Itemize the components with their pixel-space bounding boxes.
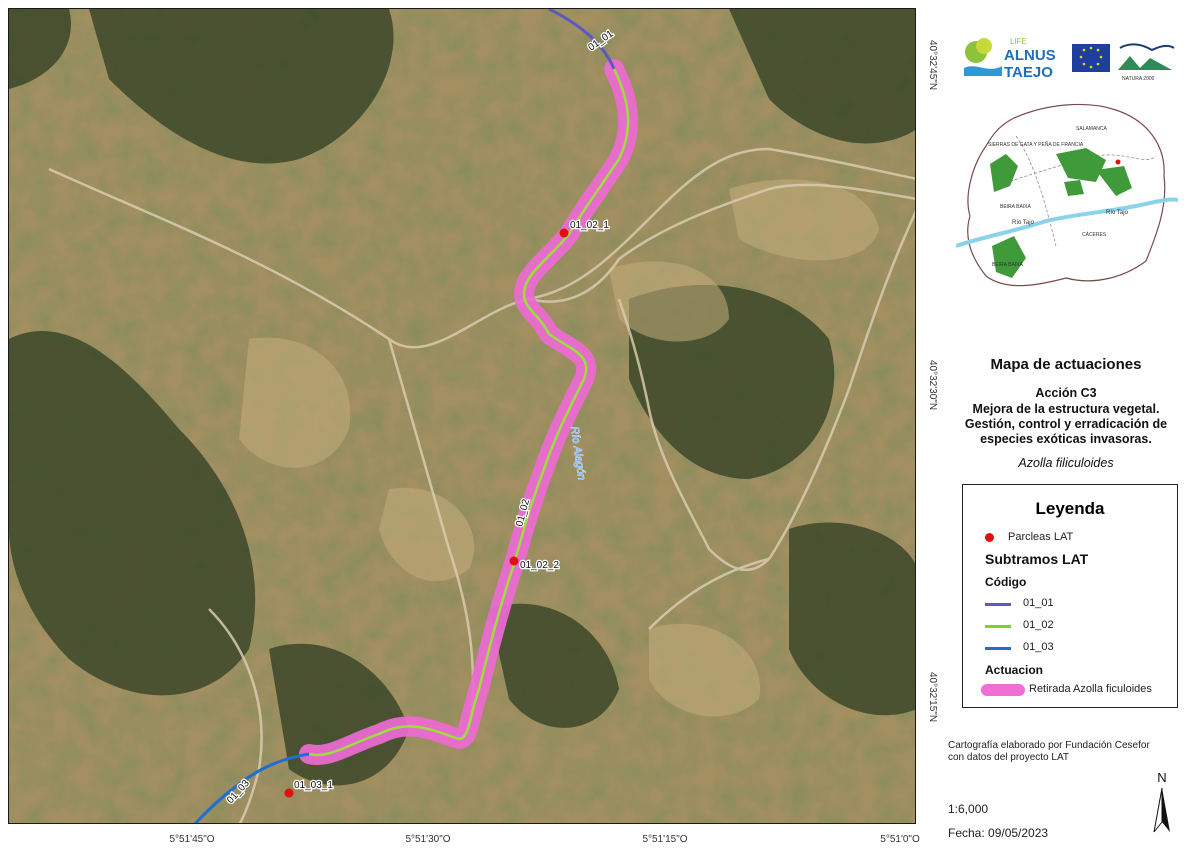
actuacion-heading: Actuacion [985, 663, 1044, 677]
site-marker [1115, 159, 1121, 165]
lon-label-3: 5°51'15"O [642, 834, 688, 845]
code-01-03-swatch [985, 647, 1011, 650]
alnus-text: ALNUS [1004, 47, 1056, 64]
parcel-label: Parcleas LAT [1008, 531, 1074, 543]
loc-label-caceres: CÁCERES [1082, 231, 1107, 238]
action-code: Acción C3 [1035, 386, 1097, 400]
side-panel: LIFE ALNUS TAEJO NATURA 2000 [940, 0, 1192, 851]
code-01-03-label: 01_03 [1023, 641, 1054, 653]
codigo-heading: Código [985, 575, 1027, 589]
code-01-01-swatch [985, 603, 1011, 606]
north-label: N [1157, 770, 1166, 785]
map-title: Mapa de actuaciones [990, 356, 1142, 373]
eu-flag-logo [1072, 44, 1110, 72]
parcel-point-01-02-1[interactable] [559, 228, 569, 238]
open-fields [239, 179, 879, 717]
actuacion-swatch [981, 684, 1025, 696]
legend-title: Leyenda [1035, 499, 1105, 518]
action-desc-line-3: especies exóticas invasoras. [980, 432, 1152, 446]
life-alnus-taejo-logo: LIFE ALNUS TAEJO [964, 37, 1056, 81]
date-text: Fecha: 09/05/2023 [948, 826, 1049, 840]
loc-label-beira-2: BEIRA BAIXA [992, 262, 1024, 268]
lon-label-1: 5°51'45"O [169, 834, 215, 845]
parcel-label-01-03-1: 01_03_1 [294, 780, 333, 791]
credits: Cartografía elaborado por Fundación Cese… [948, 740, 1150, 764]
code-01-02-label: 01_02 [1023, 619, 1054, 631]
lat-label-3: 40°32'15"N [927, 672, 938, 723]
loc-label-salamanca: SALAMANCA [1076, 126, 1108, 132]
parcel-point-01-02-2[interactable] [509, 556, 519, 566]
natura-text: NATURA 2000 [1122, 76, 1155, 82]
loc-label-beira-1: BEIRA BAIXA [1000, 204, 1032, 210]
project-logos: LIFE ALNUS TAEJO NATURA 2000 [964, 37, 1175, 82]
aerial-map[interactable]: 01_01 01_02 01_03 01_02_1 01_02_2 01_03_… [9, 9, 916, 824]
tagus-river [956, 197, 1178, 248]
parcel-label-01-02-1: 01_02_1 [570, 220, 609, 231]
map-frame[interactable]: 01_01 01_02 01_03 01_02_1 01_02_2 01_03_… [8, 8, 916, 824]
taejo-text: TAEJO [1004, 64, 1053, 81]
natura-2000-logo: NATURA 2000 [1118, 43, 1175, 82]
loc-label-tajo-1: Río Tajo [1012, 220, 1035, 226]
lat-label-1: 40°32'45"N [927, 40, 938, 91]
segment-01-03-line[interactable] [193, 752, 310, 824]
action-desc-line-1: Mejora de la estructura vegetal. [972, 402, 1160, 416]
parcel-swatch [985, 533, 994, 542]
code-01-02-swatch [985, 625, 1011, 628]
region-outline [967, 103, 1166, 287]
species-name: Azolla filiculoides [1018, 456, 1114, 470]
parcel-label-01-02-2: 01_02_2 [520, 560, 559, 571]
action-desc-line-2: Gestión, control y erradicación de [964, 417, 1168, 431]
roads [48, 147, 915, 823]
location-map: SALAMANCA SIERRAS DE GATA Y PEÑA DE FRAN… [956, 103, 1178, 287]
code-01-01-label: 01_01 [1023, 597, 1054, 609]
lon-label-4: 5°51'0"O [880, 834, 920, 845]
legend: Leyenda Parcleas LAT Subtramos LAT Códig… [962, 484, 1178, 708]
segment-01-01-line[interactable] [548, 9, 616, 70]
credits-line-2: con datos del proyecto LAT [948, 752, 1069, 763]
scale-text: 1:6,000 [948, 802, 989, 816]
protected-areas [990, 148, 1132, 278]
life-text: LIFE [1010, 37, 1027, 46]
lon-label-2: 5°51'30"O [405, 834, 451, 845]
north-arrow-icon: N [1153, 770, 1170, 833]
segment-01-02-line[interactable] [308, 68, 630, 757]
subtramos-heading: Subtramos LAT [985, 551, 1089, 567]
actuacion-label: Retirada Azolla ficuloides [1029, 683, 1152, 695]
forest-areas [9, 9, 915, 786]
parcel-point-01-03-1[interactable] [284, 788, 294, 798]
lat-label-2: 40°32'30"N [927, 360, 938, 411]
loc-label-sierras: SIERRAS DE GATA Y PEÑA DE FRANCIA [988, 141, 1084, 148]
loc-label-tajo-2: Río Tajo [1106, 210, 1129, 216]
credits-line-1: Cartografía elaborado por Fundación Cese… [948, 740, 1150, 751]
